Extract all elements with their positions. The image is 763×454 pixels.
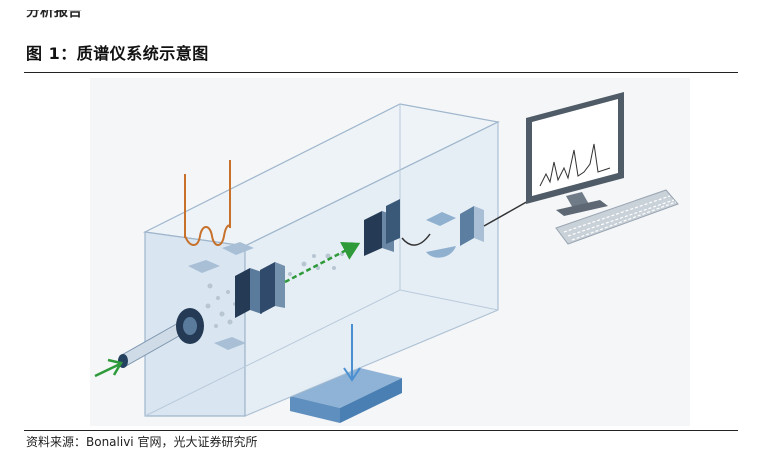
vacuum-pump-icon — [290, 366, 402, 423]
cut-off-header: 分析报告 — [26, 10, 156, 20]
signal-cable — [483, 199, 531, 227]
mass-spectrometer-diagram — [90, 78, 690, 426]
title-rule — [24, 72, 738, 73]
analyzer-plates — [364, 199, 400, 256]
filament-icon — [184, 160, 231, 246]
vacuum-arrow-icon — [343, 324, 361, 382]
detector-icon — [401, 206, 484, 258]
monitor-icon — [526, 92, 624, 216]
source-rule — [24, 430, 738, 431]
diagram-svg — [90, 78, 690, 426]
keyboard-icon — [555, 189, 679, 245]
ionization-plates — [188, 242, 254, 350]
ion-path-arrow-icon — [284, 242, 361, 284]
figure-source: 资料来源：Bonalivi 官网，光大证券研究所 — [26, 435, 258, 449]
cut-off-header-text: 分析报告 — [26, 10, 82, 20]
sample-inlet-arrow-icon — [94, 358, 123, 378]
accelerator-plates — [235, 262, 285, 318]
figure-title: 图 1：质谱仪系统示意图 — [26, 44, 209, 63]
